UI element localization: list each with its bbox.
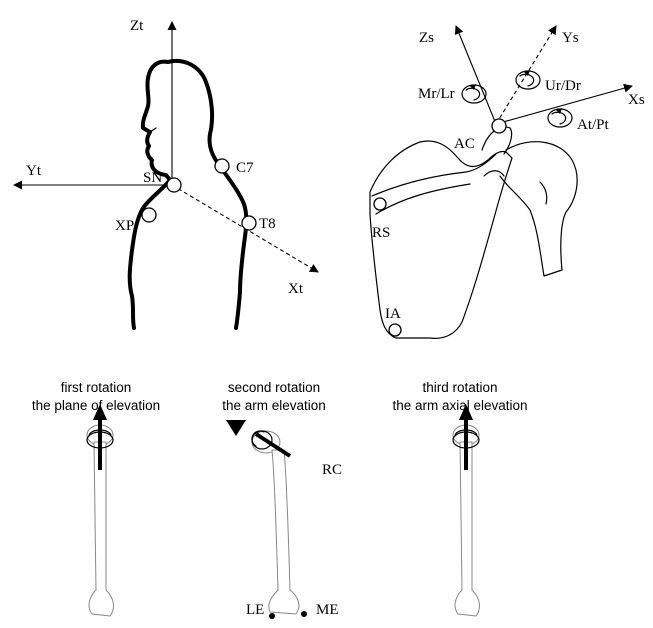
rc-label: RC	[322, 462, 342, 478]
xp-marker	[142, 208, 156, 222]
panel-2-subtitle: the arm elevation	[222, 398, 326, 413]
yt-label: Yt	[26, 163, 42, 179]
me-marker	[301, 611, 307, 617]
humeral-head	[500, 142, 577, 276]
ys-label: Ys	[562, 30, 579, 46]
xt-label: Xt	[288, 281, 304, 297]
humeral-head-detail	[540, 182, 547, 204]
rs-label: RS	[372, 225, 390, 241]
sn-marker	[167, 178, 181, 192]
sn-label: SN	[143, 170, 162, 186]
me-label: ME	[316, 602, 339, 618]
c7-marker	[215, 159, 229, 173]
scapula-panel: Zs Ys Xs Mr/Lr Ur/Dr At/Pt AC RS IA	[370, 26, 645, 338]
thorax-silhouette-front	[130, 62, 170, 328]
panel-3-subtitle: the arm axial elevation	[392, 398, 527, 413]
at-pt-label: At/Pt	[577, 117, 610, 133]
rs-marker	[374, 198, 386, 210]
humerus-panel-3: third rotation the arm axial elevation	[392, 380, 527, 616]
humerus-panel-2: second rotation the arm elevation RC LE …	[222, 380, 342, 619]
zt-label: Zt	[130, 18, 144, 34]
t8-marker	[242, 216, 256, 230]
ur-dr-label: Ur/Dr	[545, 78, 581, 94]
at-pt-rotation-icon	[548, 108, 572, 127]
humerus-bone-2	[252, 431, 299, 614]
panel-1-subtitle: the plane of elevation	[32, 398, 160, 413]
panel-1-title: first rotation	[61, 380, 132, 395]
mr-lr-label: Mr/Lr	[418, 86, 455, 102]
zs-label: Zs	[419, 30, 434, 46]
panel-2-title: second rotation	[228, 380, 320, 395]
zs-axis	[456, 26, 496, 124]
elevation-triangle	[226, 420, 246, 436]
ia-marker	[389, 324, 401, 336]
ur-dr-rotation-icon	[516, 70, 540, 89]
t8-label: T8	[259, 216, 276, 232]
thorax-panel: Zt Yt Xt SN C7 XP T8	[14, 18, 318, 328]
mr-lr-rotation-icon	[462, 84, 486, 103]
humerus-panel-1: first rotation the plane of elevation	[32, 380, 160, 616]
xp-label: XP	[115, 218, 134, 234]
chin-detail	[150, 128, 156, 132]
c7-label: C7	[236, 160, 254, 176]
le-marker	[269, 613, 275, 619]
ac-label: AC	[454, 136, 475, 152]
thorax-silhouette-back	[168, 61, 246, 328]
panel-3-title: third rotation	[422, 380, 497, 395]
le-label: LE	[246, 602, 264, 618]
xs-label: Xs	[628, 92, 645, 108]
ia-label: IA	[385, 306, 401, 322]
ac-marker	[492, 119, 506, 133]
coracoid	[484, 171, 504, 176]
